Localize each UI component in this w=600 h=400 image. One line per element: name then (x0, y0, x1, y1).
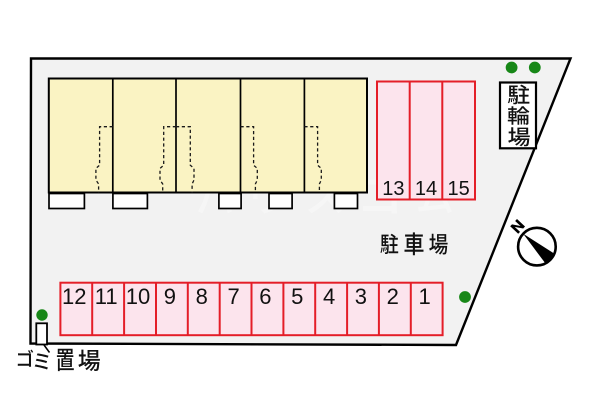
svg-text:8: 8 (196, 284, 208, 309)
svg-text:9: 9 (164, 284, 176, 309)
svg-text:5: 5 (291, 284, 303, 309)
svg-text:2: 2 (387, 284, 399, 309)
svg-text:12: 12 (62, 284, 86, 309)
svg-text:14: 14 (415, 178, 437, 200)
svg-text:10: 10 (126, 284, 150, 309)
svg-text:15: 15 (448, 178, 470, 200)
svg-text:3: 3 (355, 284, 367, 309)
svg-text:11: 11 (95, 284, 118, 309)
svg-text:7: 7 (227, 284, 239, 309)
svg-text:1: 1 (418, 284, 430, 309)
svg-text:13: 13 (382, 178, 404, 200)
svg-text:6: 6 (259, 284, 271, 309)
svg-text:4: 4 (323, 284, 335, 309)
